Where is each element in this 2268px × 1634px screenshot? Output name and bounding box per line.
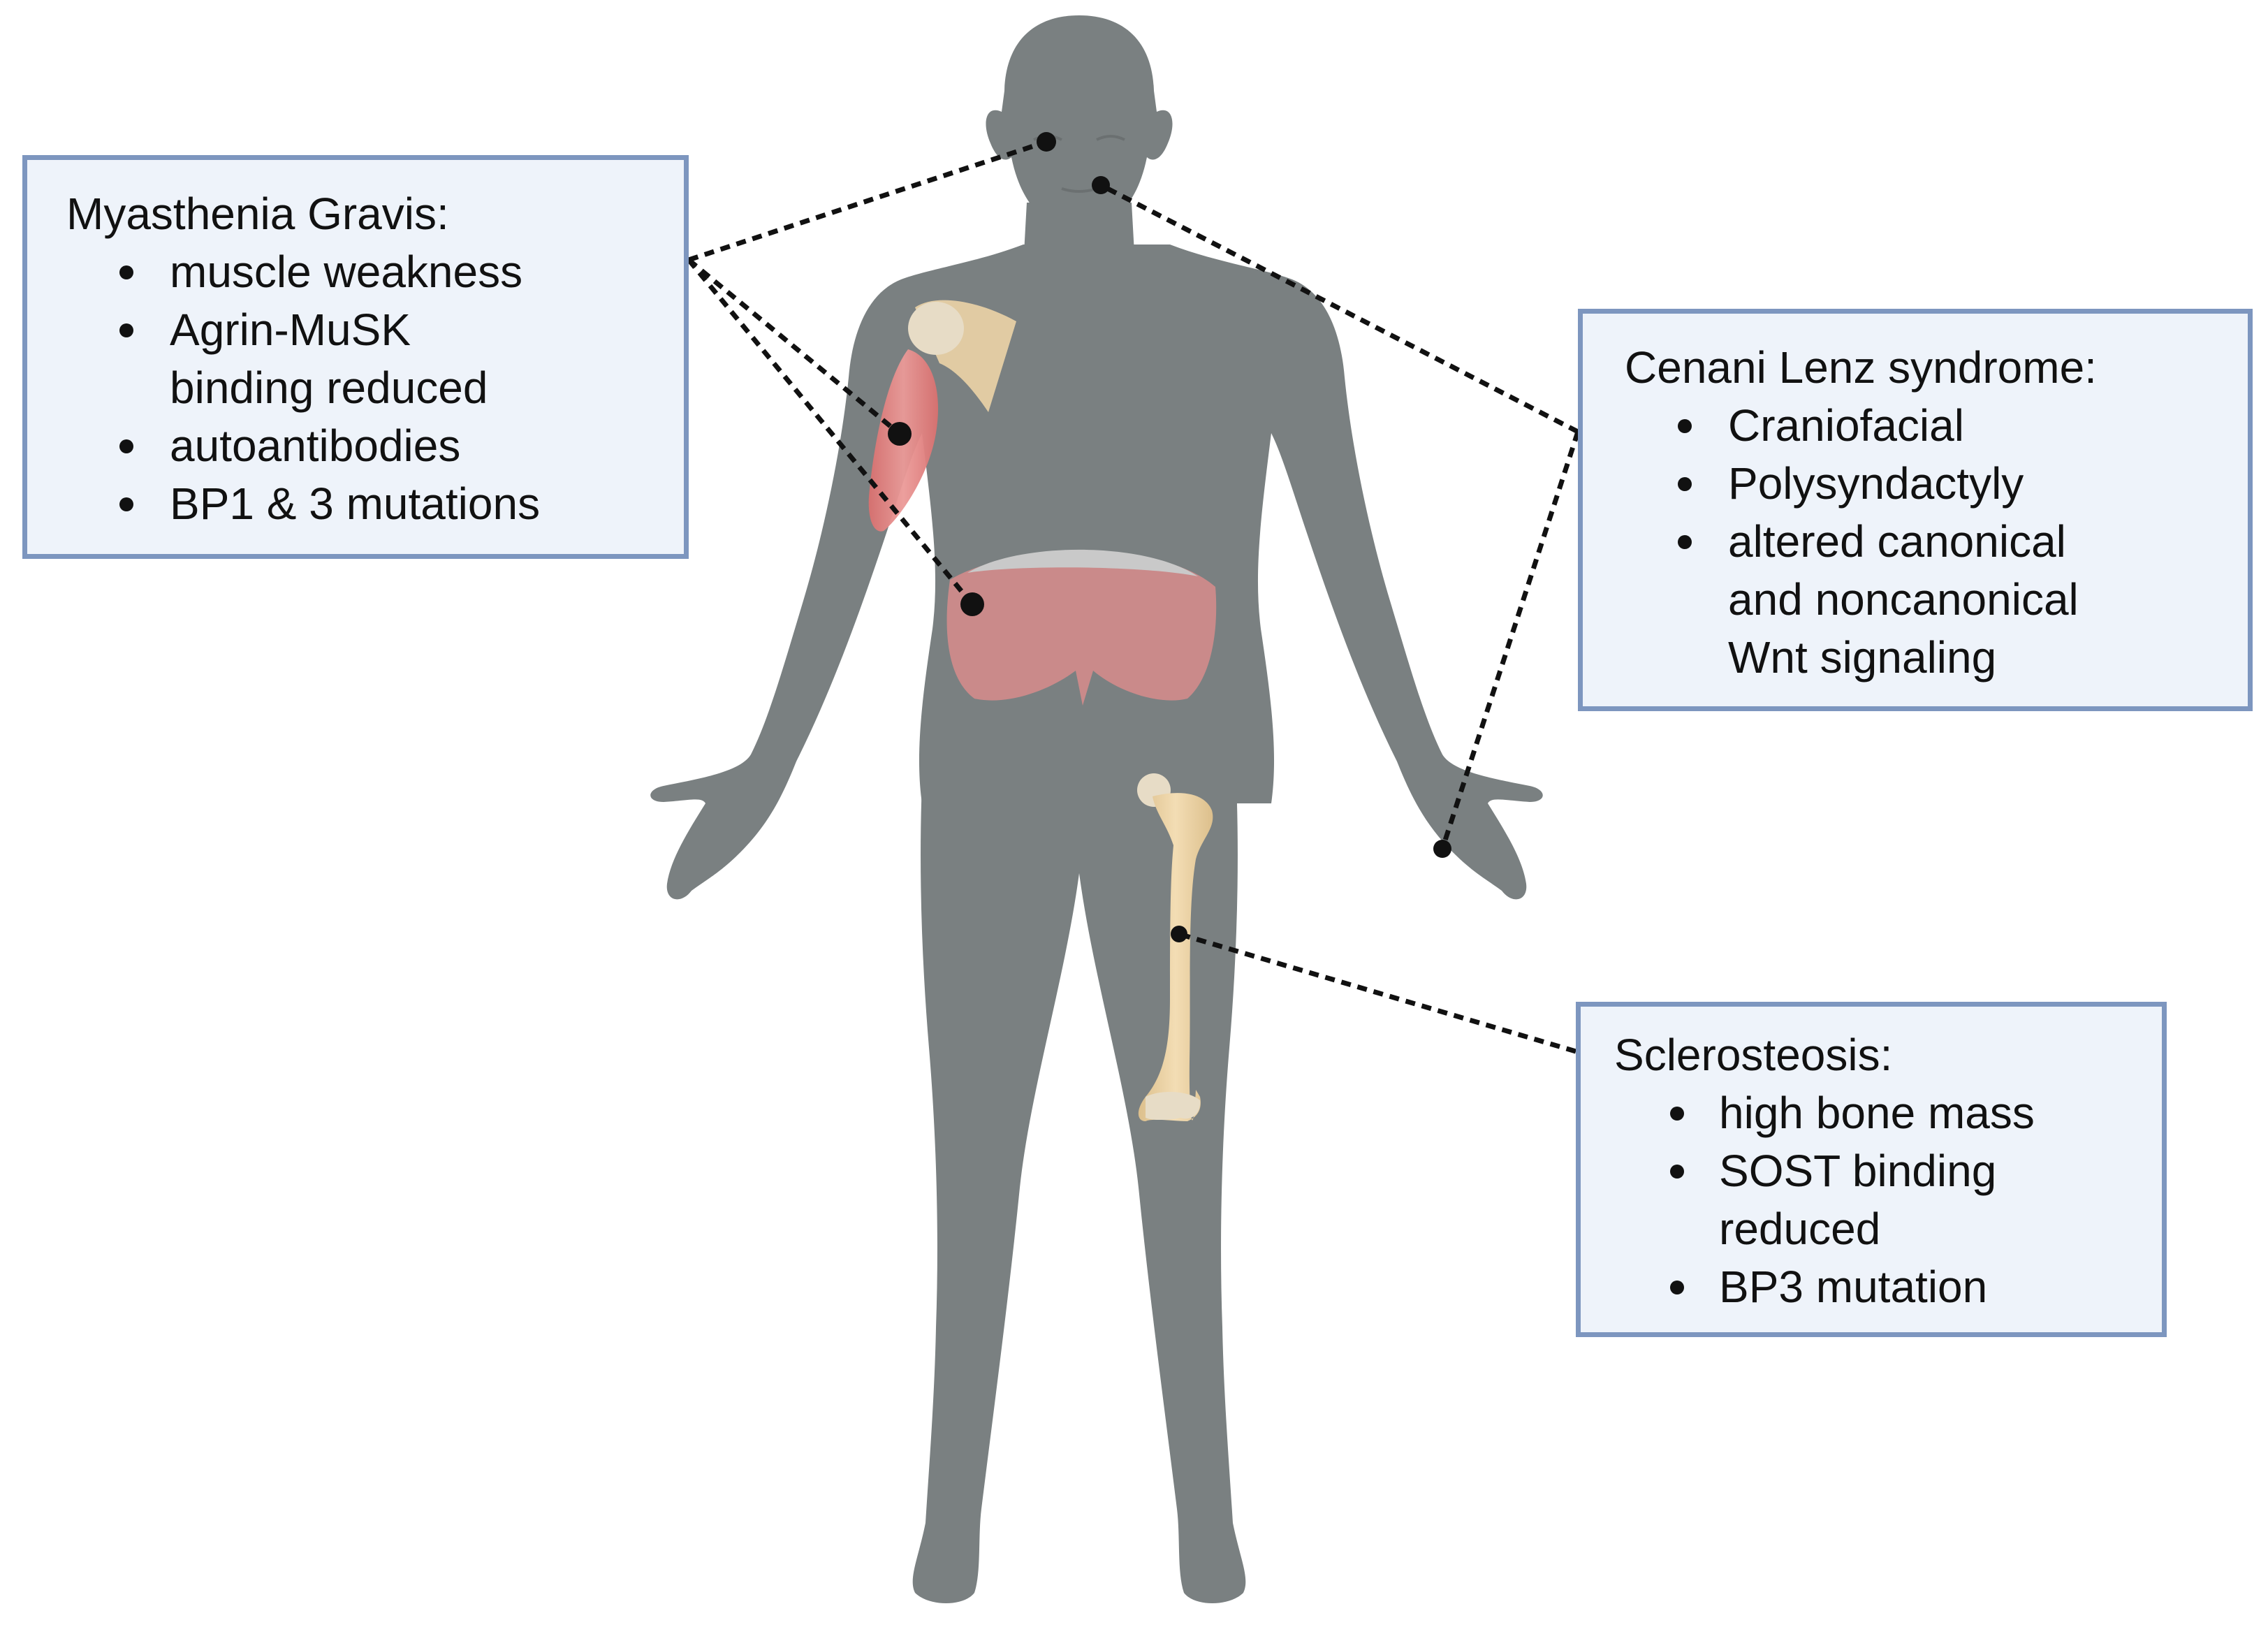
connector-mg-to-eye [687, 139, 1048, 263]
list-item: muscle weakness [66, 243, 684, 301]
marker-hand [1433, 840, 1451, 858]
femoral-condyles [1146, 1092, 1201, 1121]
marker-arm-muscle [888, 422, 912, 446]
legs [912, 782, 1246, 1603]
marker-femur [1171, 926, 1187, 942]
connector-sos-to-femur [1178, 931, 1576, 1054]
list-item: Craniofacial [1625, 397, 2248, 455]
list-item: autoantibodies [66, 417, 684, 475]
list-item: BP1 & 3 mutations [66, 475, 684, 533]
marker-diaphragm [960, 592, 984, 616]
connector-cls-to-face [1099, 182, 1579, 435]
marker-face [1092, 176, 1110, 194]
head [986, 15, 1173, 231]
list-item: BP3 mutation [1614, 1258, 2162, 1316]
myasthenia-gravis-box: Myasthenia Gravis: muscle weakness Agrin… [22, 155, 689, 559]
right-eye [1096, 135, 1125, 141]
sclerosteosis-box: Sclerosteosis: high bone mass SOST bindi… [1576, 1002, 2167, 1337]
cenani-lenz-title: Cenani Lenz syndrome: [1625, 342, 2097, 393]
diaphragm [946, 549, 1217, 706]
myasthenia-gravis-list: muscle weakness Agrin-MuSK binding reduc… [66, 243, 684, 533]
marker-dots [888, 132, 1451, 942]
body-silhouette [650, 15, 1543, 1603]
list-item: SOST binding reduced [1614, 1142, 2162, 1258]
connector-mg-to-diaphragm [687, 258, 974, 606]
shoulder-joint [908, 300, 1016, 412]
femur [1137, 773, 1213, 1121]
sclerosteosis-title: Sclerosteosis: [1614, 1030, 1893, 1080]
connector-mg-to-arm-muscle [687, 258, 902, 436]
list-item: altered canonical and noncanonical Wnt s… [1625, 513, 2248, 687]
humerus-head [908, 302, 964, 355]
sclerosteosis-list: high bone mass SOST binding reduced BP3 … [1614, 1084, 2162, 1316]
myasthenia-gravis-title: Myasthenia Gravis: [66, 189, 449, 239]
cenani-lenz-list: Craniofacial Polysyndactyly altered cano… [1625, 397, 2248, 687]
connector-lines [687, 139, 1581, 1054]
list-item: high bone mass [1614, 1084, 2162, 1142]
list-item: Polysyndactyly [1625, 455, 2248, 513]
marker-eye [1037, 132, 1056, 152]
list-item: Agrin-MuSK binding reduced [66, 301, 684, 417]
connector-cls-to-hand [1440, 430, 1581, 850]
cenani-lenz-box: Cenani Lenz syndrome: Craniofacial Polys… [1578, 309, 2253, 711]
